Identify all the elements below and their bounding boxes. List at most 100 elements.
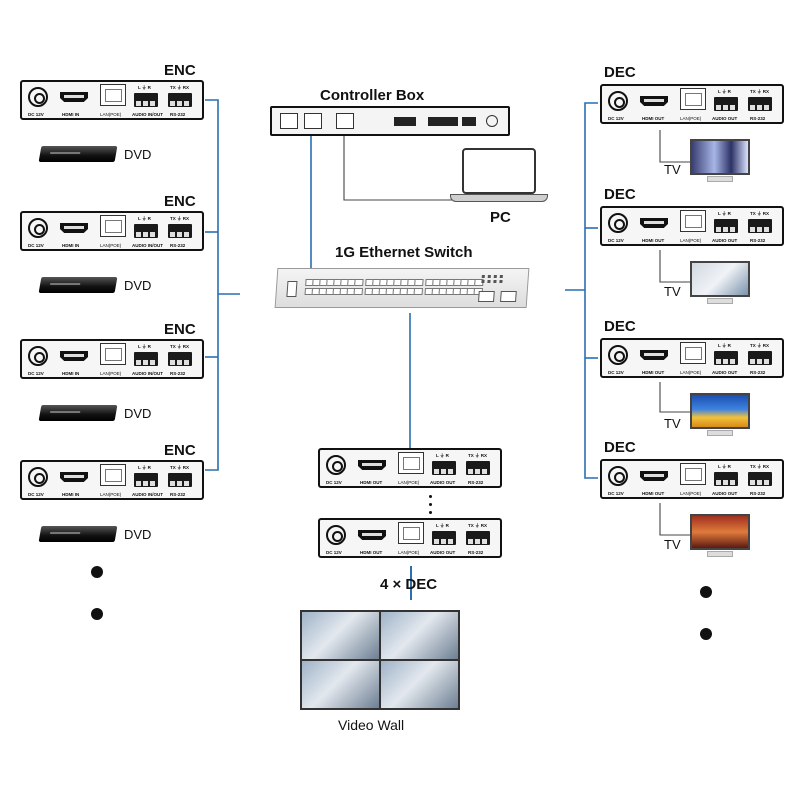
rs232-pin-label: TX ⏚ RX xyxy=(170,85,190,90)
more-decoders-dot xyxy=(700,586,712,598)
display-label: TV xyxy=(664,284,681,299)
audio-pin-label: L ⏚ R xyxy=(718,89,731,94)
power-jack-icon xyxy=(608,345,628,365)
lan-port-icon xyxy=(680,342,706,364)
hdmi-port-label: HDMI OUT xyxy=(360,550,383,555)
dc-port-label: DC 12V xyxy=(608,238,624,243)
source-label: DVD xyxy=(124,527,152,542)
lan-port-icon xyxy=(398,522,424,544)
audio-port-label: AUDIO IN/OUT xyxy=(132,492,163,497)
power-jack-icon xyxy=(28,467,48,487)
rs232-pin-label: TX ⏚ RX xyxy=(468,523,488,528)
audio-port-label: AUDIO OUT xyxy=(430,480,456,485)
hdmi-port-label: HDMI OUT xyxy=(642,370,665,375)
lan-port-icon xyxy=(680,88,706,110)
more-encoders-dot xyxy=(91,608,103,620)
source-label: DVD xyxy=(124,147,152,162)
decoder-title: DEC xyxy=(604,186,636,203)
hdmi-port-icon xyxy=(358,460,386,470)
ellipsis-dot xyxy=(429,503,432,506)
audio-pin-label: L ⏚ R xyxy=(138,216,151,221)
power-jack-icon xyxy=(326,455,346,475)
audio-pin-label: L ⏚ R xyxy=(138,465,151,470)
video-wall xyxy=(300,610,460,710)
audio-terminal-icon xyxy=(134,224,158,238)
hdmi-port-icon xyxy=(60,472,88,482)
decoder-to-wall-link xyxy=(410,566,412,600)
lan-port-label: LAN(POE) xyxy=(680,238,702,243)
tv-stand xyxy=(707,176,733,182)
pc-label: PC xyxy=(490,209,511,226)
status-led-icon xyxy=(493,280,497,283)
switch-port-icon xyxy=(353,288,363,295)
controller-box xyxy=(270,106,510,136)
audio-pin-label: L ⏚ R xyxy=(138,85,151,90)
terminal-block-icon xyxy=(462,117,476,126)
rs232-pin-label: TX ⏚ RX xyxy=(468,453,488,458)
source-label: DVD xyxy=(124,278,152,293)
power-jack-icon xyxy=(608,213,628,233)
audio-terminal-icon xyxy=(432,461,456,475)
dc-port-label: DC 12V xyxy=(608,370,624,375)
hdmi-port-label: HDMI IN xyxy=(62,243,80,248)
dc-port-label: DC 12V xyxy=(326,550,342,555)
tv-stand xyxy=(707,298,733,304)
hdmi-port-icon xyxy=(358,530,386,540)
rs232-pin-label: TX ⏚ RX xyxy=(170,344,190,349)
dvd-player-icon xyxy=(38,405,118,421)
dvd-player-icon xyxy=(38,277,118,293)
dec-bracket xyxy=(584,102,598,479)
uplink-port-icon xyxy=(500,291,517,302)
rs232-terminal-icon xyxy=(466,461,490,475)
rs232-pin-label: TX ⏚ RX xyxy=(750,464,770,469)
source-label: DVD xyxy=(124,406,152,421)
hdmi-port-icon xyxy=(60,351,88,361)
audio-port-label: AUDIO IN/OUT xyxy=(132,112,163,117)
terminal-block-icon xyxy=(428,117,458,126)
audio-port-label: AUDIO OUT xyxy=(712,238,738,243)
lan-port-label: LAN(POE) xyxy=(398,480,420,485)
lan-port-icon xyxy=(100,343,126,365)
dc-port-label: DC 12V xyxy=(608,491,624,496)
dc-port-label: DC 12V xyxy=(28,243,44,248)
rs232-port-label: RS-232 xyxy=(170,243,186,248)
rs232-port-label: RS-232 xyxy=(170,112,186,117)
uplink-port-icon xyxy=(478,291,495,302)
dvd-player-icon xyxy=(38,146,118,162)
lan-port-label: LAN(POE) xyxy=(100,371,122,376)
hdmi-port-label: HDMI IN xyxy=(62,492,80,497)
controller-box-title: Controller Box xyxy=(320,87,425,104)
rs232-pin-label: TX ⏚ RX xyxy=(750,343,770,348)
status-led-icon xyxy=(499,280,503,283)
switch-port-icon xyxy=(413,288,423,295)
rs232-pin-label: TX ⏚ RX xyxy=(750,89,770,94)
rs232-port-label: RS-232 xyxy=(468,550,484,555)
audio-terminal-icon xyxy=(134,473,158,487)
tv-display-icon xyxy=(690,261,750,297)
dc-port-label: DC 12V xyxy=(326,480,342,485)
audio-pin-label: L ⏚ R xyxy=(436,453,449,458)
audio-terminal-icon xyxy=(714,219,738,233)
audio-terminal-icon xyxy=(134,93,158,107)
ethernet-switch xyxy=(274,268,530,308)
audio-port-label: AUDIO IN/OUT xyxy=(132,243,163,248)
audio-terminal-icon xyxy=(714,472,738,486)
rs232-port-label: RS-232 xyxy=(750,491,766,496)
decoder-title: DEC xyxy=(604,439,636,456)
status-led-icon xyxy=(481,275,485,278)
hdmi-port-icon xyxy=(640,350,668,360)
lan-port-icon xyxy=(100,84,126,106)
rs232-terminal-icon xyxy=(168,473,192,487)
encoder-title: ENC xyxy=(164,321,196,338)
power-jack-icon xyxy=(608,466,628,486)
encoder-title: ENC xyxy=(164,442,196,459)
terminal-block-icon xyxy=(394,117,416,126)
rs232-port-label: RS-232 xyxy=(170,371,186,376)
hdmi-port-label: HDMI IN xyxy=(62,112,80,117)
rs232-port-label: RS-232 xyxy=(750,116,766,121)
